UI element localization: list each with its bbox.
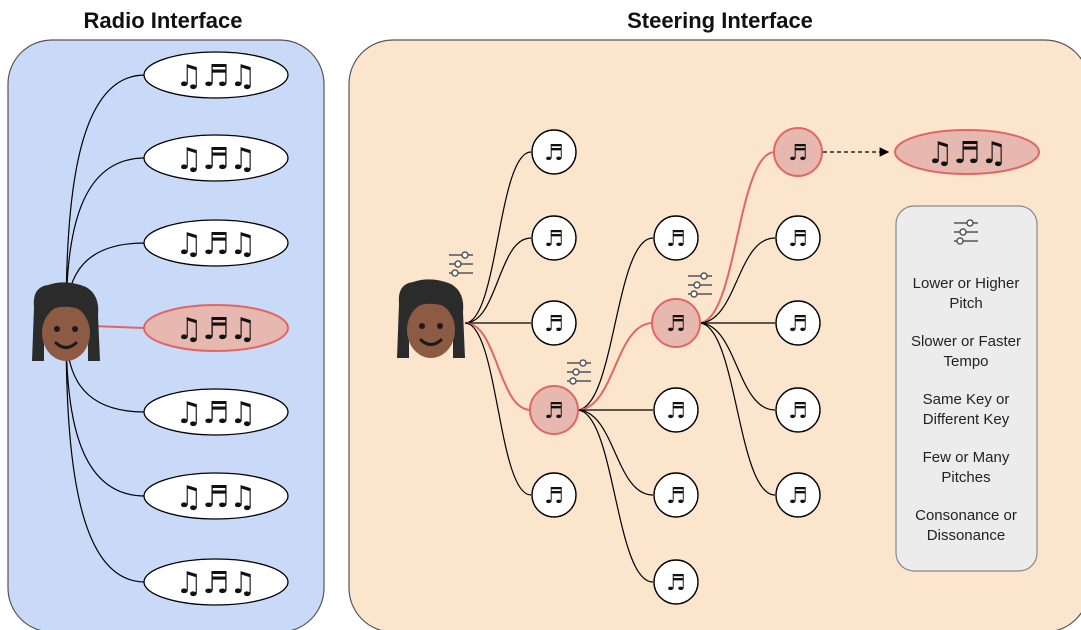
radio-song-notes: ♫♬♫ (176, 59, 257, 94)
song-node[interactable]: ♬ (531, 300, 577, 346)
sliders-icon (953, 219, 979, 245)
option-label: Pitch (949, 295, 982, 312)
radio-song[interactable]: ♫♬♫ (143, 134, 289, 182)
radio-song[interactable]: ♫♬♫ (143, 51, 289, 99)
radio-song[interactable]: ♫♬♫ (143, 558, 289, 606)
radio-song-notes: ♫♬♫ (176, 142, 257, 177)
radio-song[interactable]: ♫♬♫ (143, 219, 289, 267)
steering-nodes: ♬ ♬ ♬ ♬ ♬ ♬ ♬ ♬ ♬ ♬ ♬ ♬ ♬ ♬ ♬ (529, 127, 823, 605)
song-node[interactable]: ♬ (653, 215, 699, 261)
song-node-note: ♬ (544, 227, 564, 252)
song-node-note: ♬ (666, 399, 686, 424)
radio-song-notes: ♫♬♫ (176, 227, 257, 262)
radio-songs: ♫♬♫ ♫♬♫ ♫♬♫ ♫♬♫ ♫♬♫ ♫♬♫ ♫♬♫ (143, 51, 289, 606)
song-node-note: ♬ (788, 399, 808, 424)
steering-links (464, 151, 776, 583)
song-node[interactable]: ♬ (653, 559, 699, 605)
steering-link (576, 237, 654, 411)
radio-song-notes: ♫♬♫ (176, 396, 257, 431)
steering-title: Steering Interface (627, 8, 813, 33)
radio-song[interactable]: ♫♬♫ (143, 472, 289, 520)
sliders-icon (687, 272, 713, 298)
song-node-note: ♬ (544, 141, 564, 166)
result-song-notes: ♫♬♫ (927, 136, 1008, 171)
option-label: Different Key (923, 411, 1010, 428)
steering-link (698, 322, 776, 496)
song-node[interactable]: ♬ (653, 472, 699, 518)
radio-song-notes: ♫♬♫ (176, 480, 257, 515)
option-label: Consonance or (915, 507, 1017, 524)
radio-title: Radio Interface (84, 8, 243, 33)
steering-link (576, 322, 654, 411)
song-node-note: ♬ (666, 571, 686, 596)
sliders-icon (448, 251, 474, 277)
option-label: Lower or Higher (913, 275, 1020, 292)
result-song: ♫♬♫ (894, 129, 1040, 175)
steering-link (464, 151, 532, 324)
radio-link (65, 324, 146, 583)
song-node[interactable]: ♬ (775, 215, 821, 261)
radio-song[interactable]: ♫♬♫ (143, 388, 289, 436)
song-node-note: ♬ (544, 312, 564, 337)
option-label: Pitches (941, 469, 990, 486)
song-node[interactable]: ♬ (775, 387, 821, 433)
song-node[interactable]: ♬ (773, 127, 823, 177)
song-node[interactable]: ♬ (529, 385, 579, 435)
song-node-note: ♬ (544, 399, 564, 424)
song-node-note: ♬ (788, 312, 808, 337)
song-node-note: ♬ (788, 227, 808, 252)
song-node-note: ♬ (666, 484, 686, 509)
steering-link (464, 322, 532, 411)
steering-link (698, 237, 776, 324)
steering-link (464, 322, 532, 496)
radio-song-notes: ♫♬♫ (176, 312, 257, 347)
song-node-note: ♬ (666, 227, 686, 252)
song-node-note: ♬ (788, 141, 808, 166)
song-node-note: ♬ (788, 484, 808, 509)
radio-song[interactable]: ♫♬♫ (143, 304, 289, 352)
song-node[interactable]: ♬ (531, 215, 577, 261)
option-label: Tempo (943, 353, 988, 370)
song-node-note: ♬ (666, 312, 686, 337)
radio-user-avatar (30, 280, 102, 363)
option-label: Same Key or (923, 391, 1010, 408)
song-node-note: ♬ (544, 484, 564, 509)
radio-link (65, 74, 146, 326)
option-label: Slower or Faster (911, 333, 1021, 350)
steering-user-avatar (395, 277, 467, 360)
radio-links (65, 74, 146, 583)
steering-link (576, 409, 654, 583)
option-label: Few or Many (923, 449, 1010, 466)
steering-link (576, 409, 654, 496)
song-node[interactable]: ♬ (775, 300, 821, 346)
radio-song-notes: ♫♬♫ (176, 566, 257, 601)
steering-link (698, 151, 776, 324)
option-label: Dissonance (927, 527, 1005, 544)
song-node[interactable]: ♬ (531, 129, 577, 175)
song-node[interactable]: ♬ (651, 298, 701, 348)
song-node[interactable]: ♬ (531, 472, 577, 518)
song-node[interactable]: ♬ (775, 472, 821, 518)
steering-link (464, 237, 532, 324)
sliders-icon (566, 359, 592, 385)
steering-link (698, 322, 776, 411)
song-node[interactable]: ♬ (653, 387, 699, 433)
